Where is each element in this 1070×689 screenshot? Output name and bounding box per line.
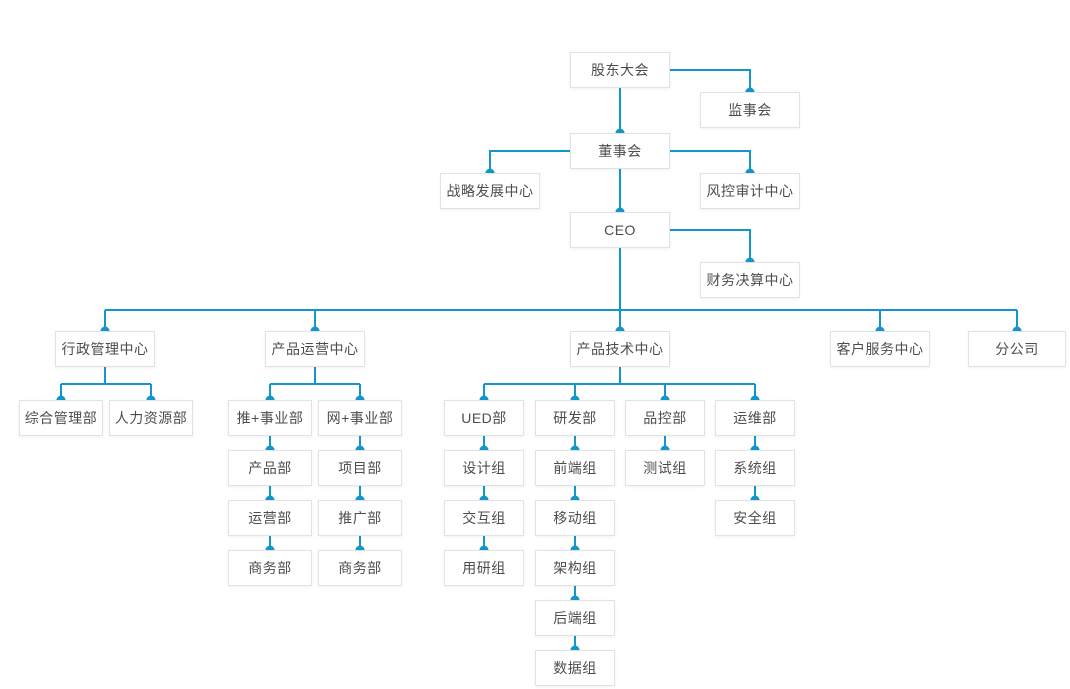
org-node-label: 综合管理部 [24, 410, 98, 426]
org-node-yanfa: 研发部 [535, 400, 615, 436]
org-node-label: 股东大会 [591, 62, 649, 78]
org-node-label: 产品运营中心 [271, 341, 359, 357]
org-node-anquanzu: 安全组 [715, 500, 795, 536]
org-node-tui: 推+事业部 [228, 400, 312, 436]
org-node-wang: 网+事业部 [318, 400, 402, 436]
org-node-label: 分公司 [995, 341, 1039, 357]
org-node-label: 财务决算中心 [706, 272, 794, 288]
org-node-label: 战略发展中心 [446, 183, 534, 199]
org-node-label: 推+事业部 [236, 410, 304, 426]
org-node-label: 架构组 [553, 560, 597, 576]
org-node-label: 客户服务中心 [836, 341, 924, 357]
org-node-shangwubu1: 商务部 [228, 550, 312, 586]
org-node-houduanzu: 后端组 [535, 600, 615, 636]
org-node-ceo: CEO [570, 212, 670, 248]
org-node-fengkong: 风控审计中心 [700, 173, 800, 209]
org-node-label: 设计组 [462, 460, 506, 476]
org-node-label: UED部 [461, 410, 507, 426]
org-node-label: 商务部 [338, 560, 382, 576]
org-node-label: 董事会 [598, 143, 642, 159]
org-node-label: 商务部 [248, 560, 292, 576]
org-node-shangwubu2: 商务部 [318, 550, 402, 586]
org-node-label: 网+事业部 [326, 410, 394, 426]
org-node-label: 推广部 [338, 510, 382, 526]
connector-line [670, 69, 751, 92]
org-node-label: 安全组 [733, 510, 777, 526]
org-node-yongyanzu: 用研组 [444, 550, 524, 586]
org-node-gudong: 股东大会 [570, 52, 670, 88]
org-node-label: 项目部 [338, 460, 382, 476]
org-node-yidongzu: 移动组 [535, 500, 615, 536]
org-node-label: 后端组 [553, 610, 597, 626]
org-node-yunyingbu: 运营部 [228, 500, 312, 536]
org-node-label: 运维部 [733, 410, 777, 426]
org-node-label: 监事会 [728, 102, 772, 118]
org-node-jiagouzu: 架构组 [535, 550, 615, 586]
org-node-label: 行政管理中心 [61, 341, 149, 357]
org-node-jishu: 产品技术中心 [570, 331, 670, 367]
org-node-fengongsi: 分公司 [968, 331, 1066, 367]
connector-line [670, 229, 751, 262]
org-node-label: CEO [604, 222, 636, 238]
org-node-label: 测试组 [643, 460, 687, 476]
org-node-zonghe: 综合管理部 [19, 400, 103, 436]
org-node-renli: 人力资源部 [109, 400, 193, 436]
org-node-label: 人力资源部 [114, 410, 188, 426]
org-node-yunwei: 运维部 [715, 400, 795, 436]
org-node-dongshi: 董事会 [570, 133, 670, 169]
org-node-label: 品控部 [643, 410, 687, 426]
org-node-xitongzu: 系统组 [715, 450, 795, 486]
org-node-kehu: 客户服务中心 [830, 331, 930, 367]
org-node-caiwu: 财务决算中心 [700, 262, 800, 298]
org-node-label: 用研组 [462, 560, 506, 576]
org-node-xiangmubu: 项目部 [318, 450, 402, 486]
org-node-label: 前端组 [553, 460, 597, 476]
org-node-label: 数据组 [553, 660, 597, 676]
org-node-shujuzu: 数据组 [535, 650, 615, 686]
org-node-label: 交互组 [462, 510, 506, 526]
org-node-tuiguangbu: 推广部 [318, 500, 402, 536]
connector-line [489, 150, 570, 173]
org-node-label: 系统组 [733, 460, 777, 476]
org-node-label: 运营部 [248, 510, 292, 526]
org-node-ceshizu: 测试组 [625, 450, 705, 486]
org-node-ued: UED部 [444, 400, 524, 436]
org-node-yunyingzx: 产品运营中心 [265, 331, 365, 367]
org-node-label: 产品部 [248, 460, 292, 476]
org-node-shejizu: 设计组 [444, 450, 524, 486]
org-node-label: 研发部 [553, 410, 597, 426]
org-node-jiaohuzu: 交互组 [444, 500, 524, 536]
org-node-zhanlue: 战略发展中心 [440, 173, 540, 209]
org-node-label: 移动组 [553, 510, 597, 526]
org-node-label: 风控审计中心 [706, 183, 794, 199]
org-node-jianshi: 监事会 [700, 92, 800, 128]
org-node-xingzheng: 行政管理中心 [55, 331, 155, 367]
org-node-chanpinbu: 产品部 [228, 450, 312, 486]
org-node-label: 产品技术中心 [576, 341, 664, 357]
org-node-pinkong: 品控部 [625, 400, 705, 436]
org-node-qianduanzu: 前端组 [535, 450, 615, 486]
connector-line [670, 150, 751, 173]
